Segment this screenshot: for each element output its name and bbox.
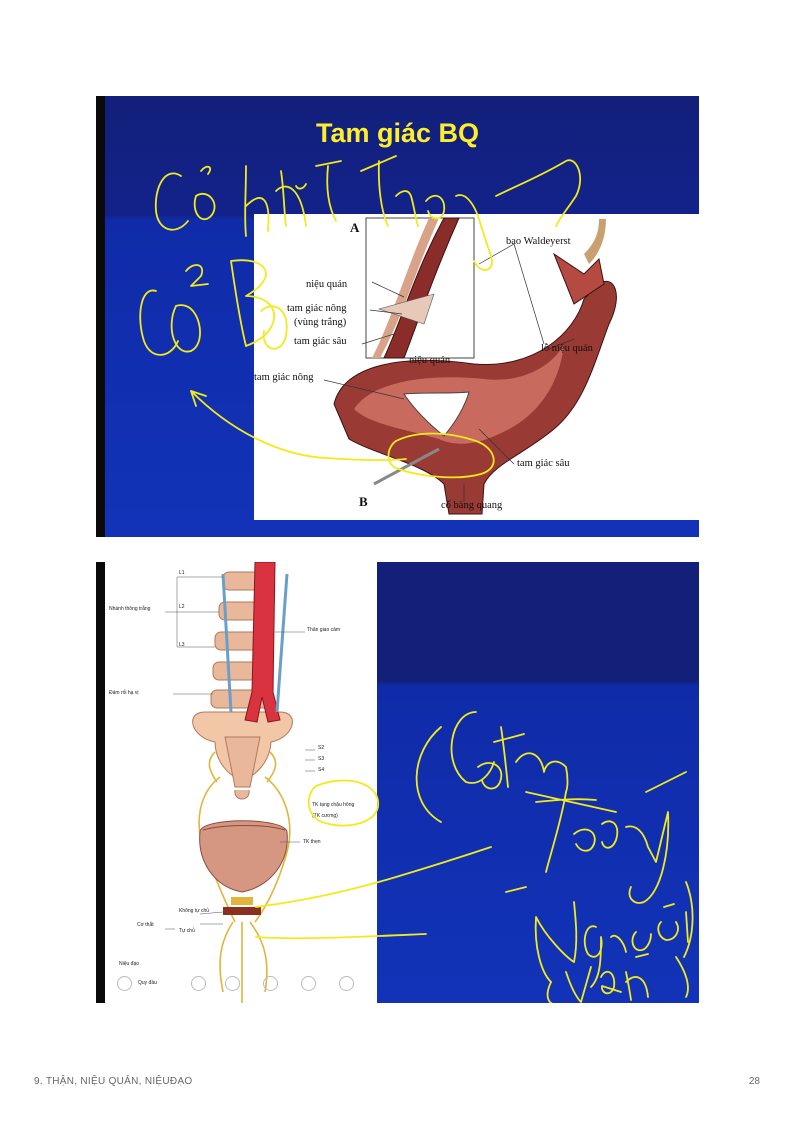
label-nieu-quan-b: niệu quản [409, 355, 451, 366]
slide-left-bar [96, 562, 105, 1003]
label-tk-then: TK thẹn [303, 839, 321, 845]
highlighter-icon[interactable] [225, 976, 240, 991]
lasso-icon[interactable] [339, 976, 354, 991]
nerve-drawing [165, 562, 315, 1003]
slide-title: Tam giác BQ [315, 118, 480, 148]
label-vung-trang: (vùng trắng) [294, 317, 347, 328]
bladder-drawing [323, 217, 617, 515]
label-co-bang-quang: cổ bàng quang [441, 500, 503, 511]
prev-page-icon[interactable] [117, 976, 132, 991]
label-lo-nieu-quan: lỗ niệu quản [541, 343, 593, 354]
label-l1: L1 [179, 570, 185, 576]
label-khong-tu-chu: Không tự chủ [179, 908, 210, 914]
panel-label-b: B [359, 494, 368, 509]
undo-icon[interactable] [263, 976, 278, 991]
label-tam-giac-nong-a: tam giác nông [287, 303, 347, 314]
slide-1: Tam giác BQ A B [96, 96, 699, 537]
label-tk-tang-chau-hong: TK tạng chậu hông [312, 802, 355, 808]
bladder-trigone-illustration: A B bao Waldeyerst niệu quản tam giác nô… [254, 214, 699, 520]
label-tam-giac-sau-b: tam giác sâu [517, 458, 570, 469]
label-nieu-dao: Niệu đạo [119, 961, 140, 967]
label-l2: L2 [179, 604, 185, 610]
label-s3: S3 [318, 756, 325, 762]
page-number: 28 [748, 1076, 760, 1087]
label-l3: L3 [179, 642, 185, 648]
slide-left-bar [96, 96, 105, 537]
label-tu-chu: Tự chủ [179, 928, 195, 934]
more-icon[interactable] [301, 976, 316, 991]
pen-tool-icon[interactable] [191, 976, 206, 991]
label-bao-waldeyerst: bao Waldeyerst [506, 236, 571, 247]
label-dam-roi-ha-vi: Đám rối hạ vị [109, 690, 139, 696]
label-co-that: Cơ thắt [137, 922, 154, 928]
panel-label-a: A [350, 220, 360, 235]
footer-chapter: 9. THẬN, NIỆU QUẢN, NIỆUĐẠO [34, 1076, 193, 1087]
label-s2: S2 [318, 745, 325, 751]
slide-2: L1 L2 L3 Nhánh thông trắng Thân giao cảm… [96, 562, 699, 1003]
label-s4: S4 [318, 767, 325, 773]
label-tam-giac-nong-b: tam giác nông [254, 372, 314, 383]
label-nhanh-thong-trang: Nhánh thông trắng [109, 606, 151, 612]
bladder-innervation-illustration: L1 L2 L3 Nhánh thông trắng Thân giao cảm… [105, 562, 377, 1003]
label-tk-cuong: (TK cương) [312, 813, 338, 819]
label-tam-giac-sau-a: tam giác sâu [294, 336, 347, 347]
label-than-giao-cam: Thân giao cảm [307, 627, 341, 633]
label-quy-dau: Quy đầu [138, 980, 157, 986]
label-nieu-quan-a: niệu quản [306, 279, 348, 290]
